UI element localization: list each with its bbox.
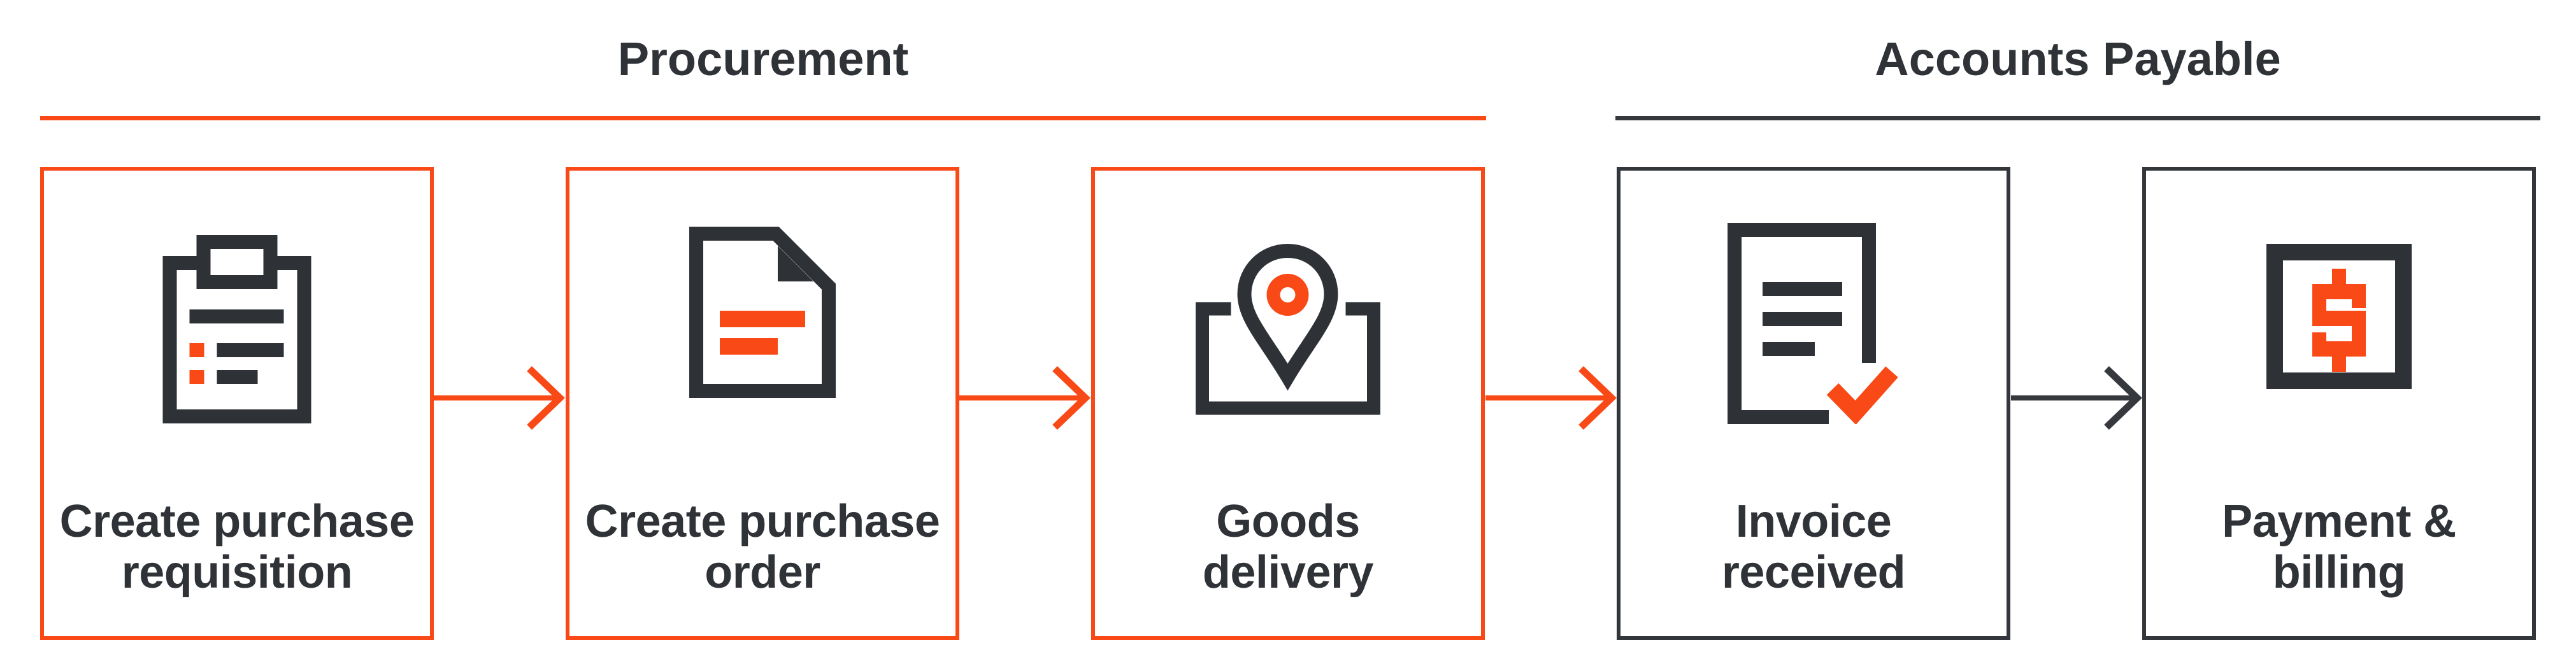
step-label-line2: billing [2272,547,2406,598]
section-title-accounts-payable: Accounts Payable [1875,32,2281,85]
step-label-line1: Invoice [1735,496,1892,547]
step-box-create-purchase-requisition: Create purchase requisition [40,167,434,640]
step-label-line1: Create purchase [585,496,940,547]
section-title-procurement: Procurement [617,32,909,85]
flow-arrow [434,366,565,430]
step-label: Payment & billing [2146,496,2532,598]
map-location-pin-icon [1196,244,1380,415]
flow-arrow [1485,366,1617,430]
dollar-sign [2312,269,2366,372]
step-box-goods-delivery: Goods delivery [1091,167,1485,640]
dollar-payment-icon [2266,244,2412,389]
step-label: Create purchase order [569,496,955,598]
step-label: Invoice received [1621,496,2007,598]
step-label-line2: delivery [1202,547,1374,598]
clipboard-checklist-icon [162,235,311,423]
flow-arrow [2011,366,2142,430]
step-label-line1: Goods [1216,496,1360,547]
step-label: Create purchase requisition [44,496,430,598]
procurement-underline [40,116,1486,120]
step-label-line1: Create purchase [59,496,415,547]
step-label-line2: received [1721,547,1906,598]
step-box-payment-billing: Payment & billing [2142,167,2536,640]
step-label-line2: requisition [121,547,353,598]
step-label-line1: Payment & [2222,496,2456,547]
step-box-invoice-received: Invoice received [1617,167,2010,640]
accounts-payable-underline [1615,116,2540,120]
purchase-order-document-icon [689,227,836,398]
invoice-checkmark-icon [1728,223,1898,424]
step-label-line2: order [705,547,820,598]
step-label: Goods delivery [1095,496,1481,598]
step-box-create-purchase-order: Create purchase order [566,167,959,640]
flow-arrow [959,366,1091,430]
